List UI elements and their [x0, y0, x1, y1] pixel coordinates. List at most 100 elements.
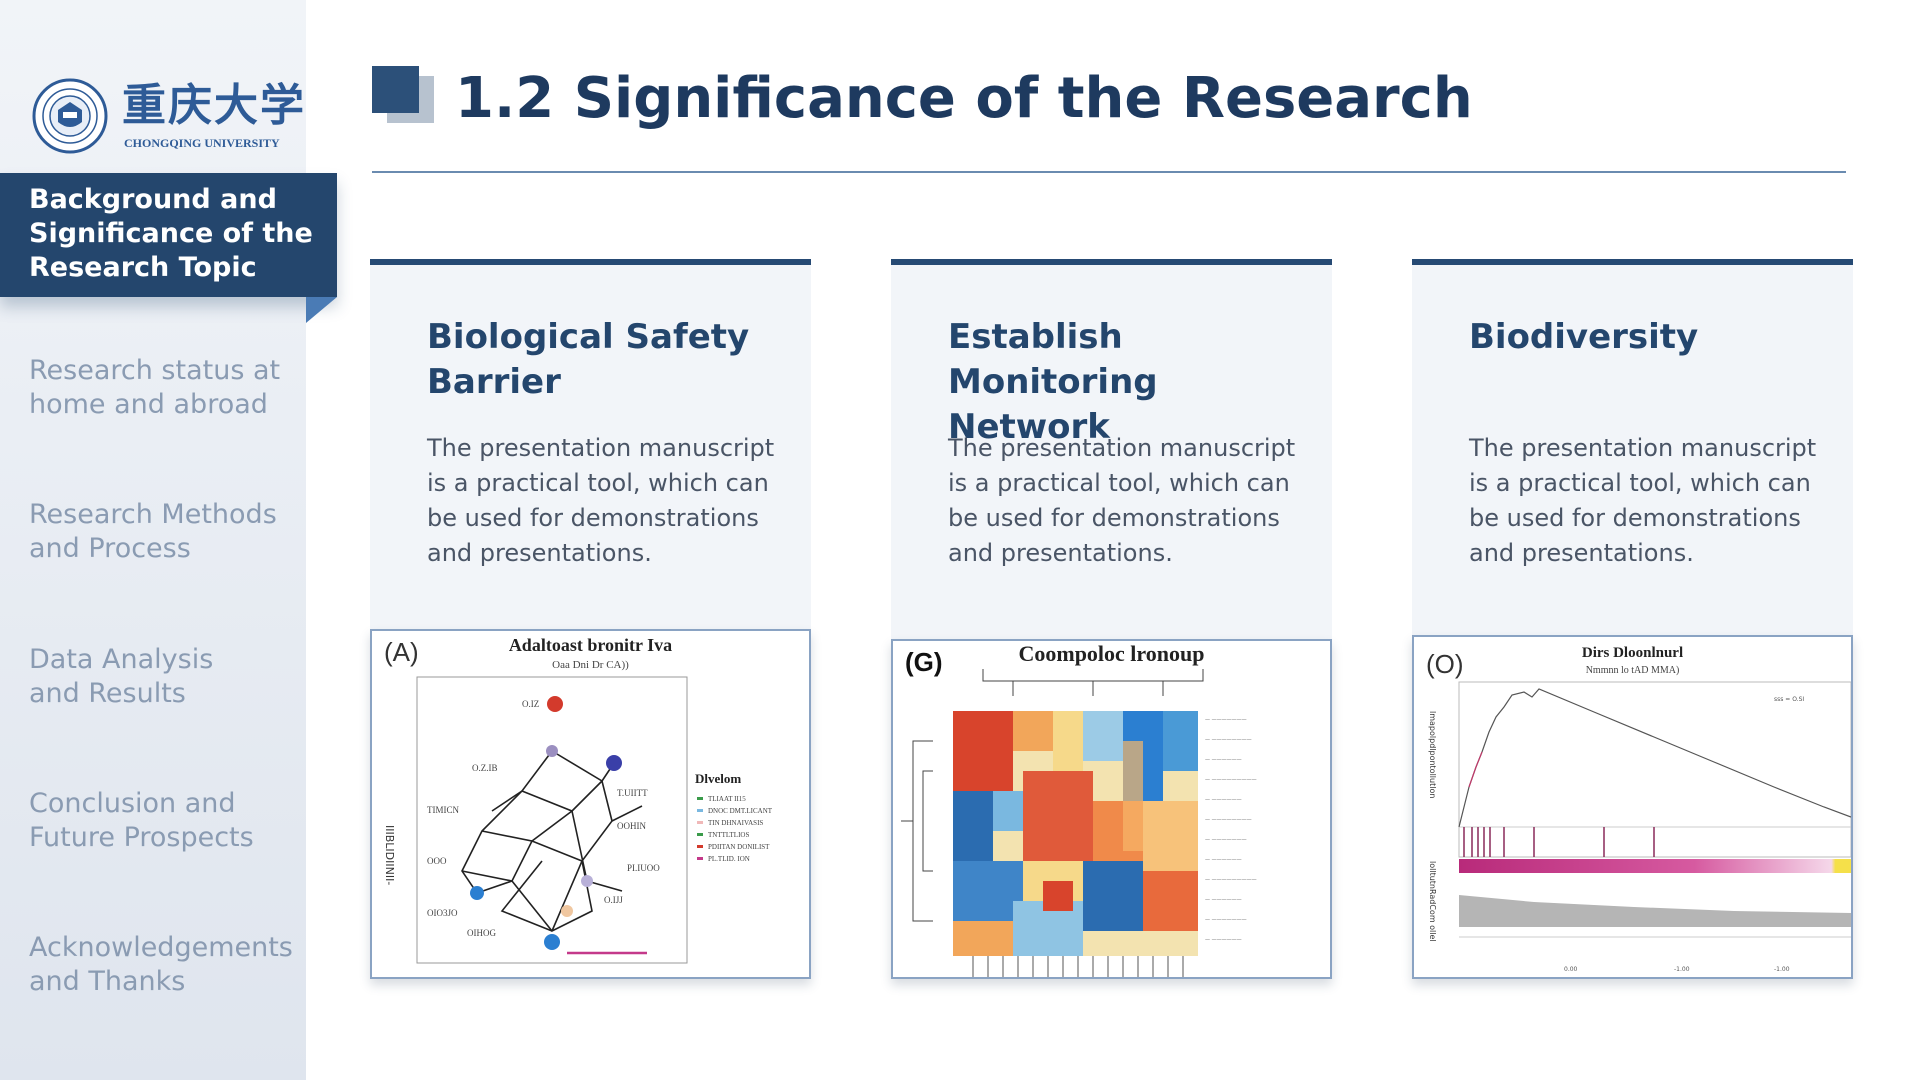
network-node [581, 875, 593, 887]
card-title-line: Biological Safety [427, 317, 750, 357]
svg-text:-1.00: -1.00 [1774, 966, 1790, 973]
network-node [561, 905, 573, 917]
svg-text:O.Z.IB: O.Z.IB [472, 763, 498, 773]
card-title-line: Establish Monitoring [948, 317, 1158, 402]
card-body: Biodiversity The presentation manuscript… [1412, 265, 1853, 703]
nav-item-label: home and abroad [29, 389, 268, 420]
svg-text:— ———————: — ——————— [1205, 837, 1247, 843]
svg-text:lolltutnRadCom ollel: lolltutnRadCom ollel [1428, 861, 1437, 942]
svg-text:— —————————: — ————————— [1205, 877, 1257, 883]
svg-text:— ——————: — —————— [1205, 757, 1242, 763]
card-title-line: Network [948, 407, 1110, 447]
heatmap-graph: — ——————— — ———————— — —————— — ———————— — … [901, 669, 1257, 977]
svg-text:— ——————: — —————— [1205, 797, 1242, 803]
nav-item-conclusion[interactable]: Conclusion and Future Prospects [29, 787, 254, 855]
nav-item-label: Future Prospects [29, 822, 254, 853]
nav-active-fold [306, 297, 337, 323]
svg-text:0.00: 0.00 [1564, 966, 1578, 973]
card-biodiversity: Biodiversity The presentation manuscript… [1412, 259, 1853, 979]
card-body: Establish Monitoring Network The present… [891, 265, 1332, 703]
svg-text:OIO3JO: OIO3JO [427, 908, 458, 918]
network-node [547, 696, 563, 712]
nav-item-data-analysis[interactable]: Data Analysis and Results [29, 643, 213, 711]
card-description: The presentation manuscript is a practic… [948, 434, 1296, 567]
card-figure-heatmap: (G) Coompoloc lronoup [891, 639, 1332, 979]
card-top-bar [891, 259, 1332, 265]
card-description: The presentation manuscript is a practic… [1469, 434, 1817, 567]
card-title: Biological Safety Barrier [427, 315, 807, 405]
nav-active-line-3: Research Topic [29, 252, 257, 283]
card-top-bar [1412, 259, 1853, 265]
svg-text:PI.IUOO: PI.IUOO [627, 863, 660, 873]
network-graph: O.IZ O.Z.IB TIMICN T.UIITT OOHIN OOO OIO3JO… [383, 676, 773, 964]
card-figure-network: (A) Adaltoast bronitr Iva Oaa Dni Dr CA)… [370, 629, 811, 979]
svg-text:IIIBLIDIINII-: IIIBLIDIINII- [383, 825, 396, 885]
card-title-line: Barrier [427, 362, 561, 402]
page-title: 1.2 Significance of the Research [455, 66, 1473, 131]
figure-legend-title: Dlvelom [695, 771, 741, 786]
svg-text:— ——————: — —————— [1205, 857, 1242, 863]
svg-text:T.UIITT: T.UIITT [617, 788, 648, 798]
network-node [546, 745, 558, 757]
nav-item-research-methods[interactable]: Research Methods and Process [29, 498, 277, 566]
svg-text:PL.TLID. ION: PL.TLID. ION [708, 855, 750, 863]
nav-item-label: Acknowledgements [29, 932, 293, 963]
nav-active-line-2: Significance of the [29, 218, 313, 249]
network-node [544, 934, 560, 950]
heatmap-cells [953, 711, 1198, 956]
svg-text:TLIAAT II15: TLIAAT II15 [708, 795, 746, 803]
nav-item-label: and Results [29, 678, 186, 709]
svg-text:PDIITAN DONILIST: PDIITAN DONILIST [708, 843, 770, 851]
svg-text:sss = O.SI: sss = O.SI [1774, 696, 1804, 703]
nav-item-label: and Thanks [29, 966, 186, 997]
svg-text:— ——————: — —————— [1205, 897, 1242, 903]
university-name-cn: 重庆大学 [122, 80, 306, 131]
svg-text:O.IZ: O.IZ [522, 699, 539, 709]
svg-text:DNOC DMT.LICANT: DNOC DMT.LICANT [708, 807, 773, 815]
nav-item-label: Conclusion and [29, 788, 236, 819]
figure-title: Adaltoast bronitr Iva [508, 635, 673, 655]
svg-text:TIMICN: TIMICN [427, 805, 459, 815]
card-description: The presentation manuscript is a practic… [427, 434, 775, 567]
figure-subtitle: Oaa Dni Dr CA)) [552, 659, 629, 671]
svg-text:OIHOG: OIHOG [467, 928, 496, 938]
nav-item-label: Research Methods [29, 499, 277, 530]
nav-item-label: Data Analysis [29, 644, 214, 675]
figure-title: Coompoloc lronoup [1018, 641, 1205, 666]
nav-active-line-1: Background and [29, 184, 277, 215]
svg-text:— ————————: — ———————— [1205, 817, 1252, 823]
card-title: Biodiversity [1469, 315, 1849, 360]
svg-text:— ————————: — ———————— [1205, 737, 1252, 743]
svg-text:OOHIN: OOHIN [617, 821, 646, 831]
nav-item-research-status[interactable]: Research status at home and abroad [29, 354, 280, 422]
svg-text:OOO: OOO [427, 856, 447, 866]
figure-panel-label: (G) [905, 647, 943, 677]
card-monitoring-network: Establish Monitoring Network The present… [891, 259, 1332, 979]
nav-item-acknowledgements[interactable]: Acknowledgements and Thanks [29, 931, 293, 999]
university-name-en: CHONGQING UNIVERSITY [124, 136, 280, 150]
nav-item-label: and Process [29, 533, 191, 564]
enrichment-plot: sss = O.SI 0.00 -1.00 -1.00 lmapolpdlponto… [1428, 681, 1851, 973]
title-divider [372, 171, 1846, 173]
network-node [606, 755, 622, 771]
figure-subtitle: Nmmnn lo tAD MMA) [1585, 665, 1680, 676]
svg-text:O.IJJ: O.IJJ [604, 895, 623, 905]
svg-text:— —————————: — ————————— [1205, 777, 1257, 783]
card-top-bar [370, 259, 811, 265]
nav-item-label: Research status at [29, 355, 281, 386]
card-figure-enrichment: (O) Dirs Dloonlnurl Nmmnn lo tAD MMA) [1412, 635, 1853, 979]
svg-text:TNTTLTLIOS: TNTTLTLIOS [708, 831, 749, 839]
nav-item-background-significance[interactable]: Background and Significance of the Resea… [0, 173, 337, 297]
figure-panel-label: (O) [1426, 649, 1464, 679]
svg-text:lmapolpdlpontollutlon: lmapolpdlpontollutlon [1428, 711, 1437, 798]
svg-text:— ———————: — ——————— [1205, 917, 1247, 923]
title-marker [372, 66, 419, 113]
card-title: Establish Monitoring Network [948, 315, 1328, 450]
card-title-line: Biodiversity [1469, 317, 1699, 357]
university-logo: 重庆大学 CHONGQING UNIVERSITY [32, 74, 304, 158]
network-node [470, 886, 484, 900]
figure-title: Dirs Dloonlnurl [1581, 645, 1684, 661]
svg-text:-1.00: -1.00 [1674, 966, 1690, 973]
svg-text:TIN DHNAIVASIS: TIN DHNAIVASIS [708, 819, 763, 827]
svg-text:— ———————: — ——————— [1205, 717, 1247, 723]
